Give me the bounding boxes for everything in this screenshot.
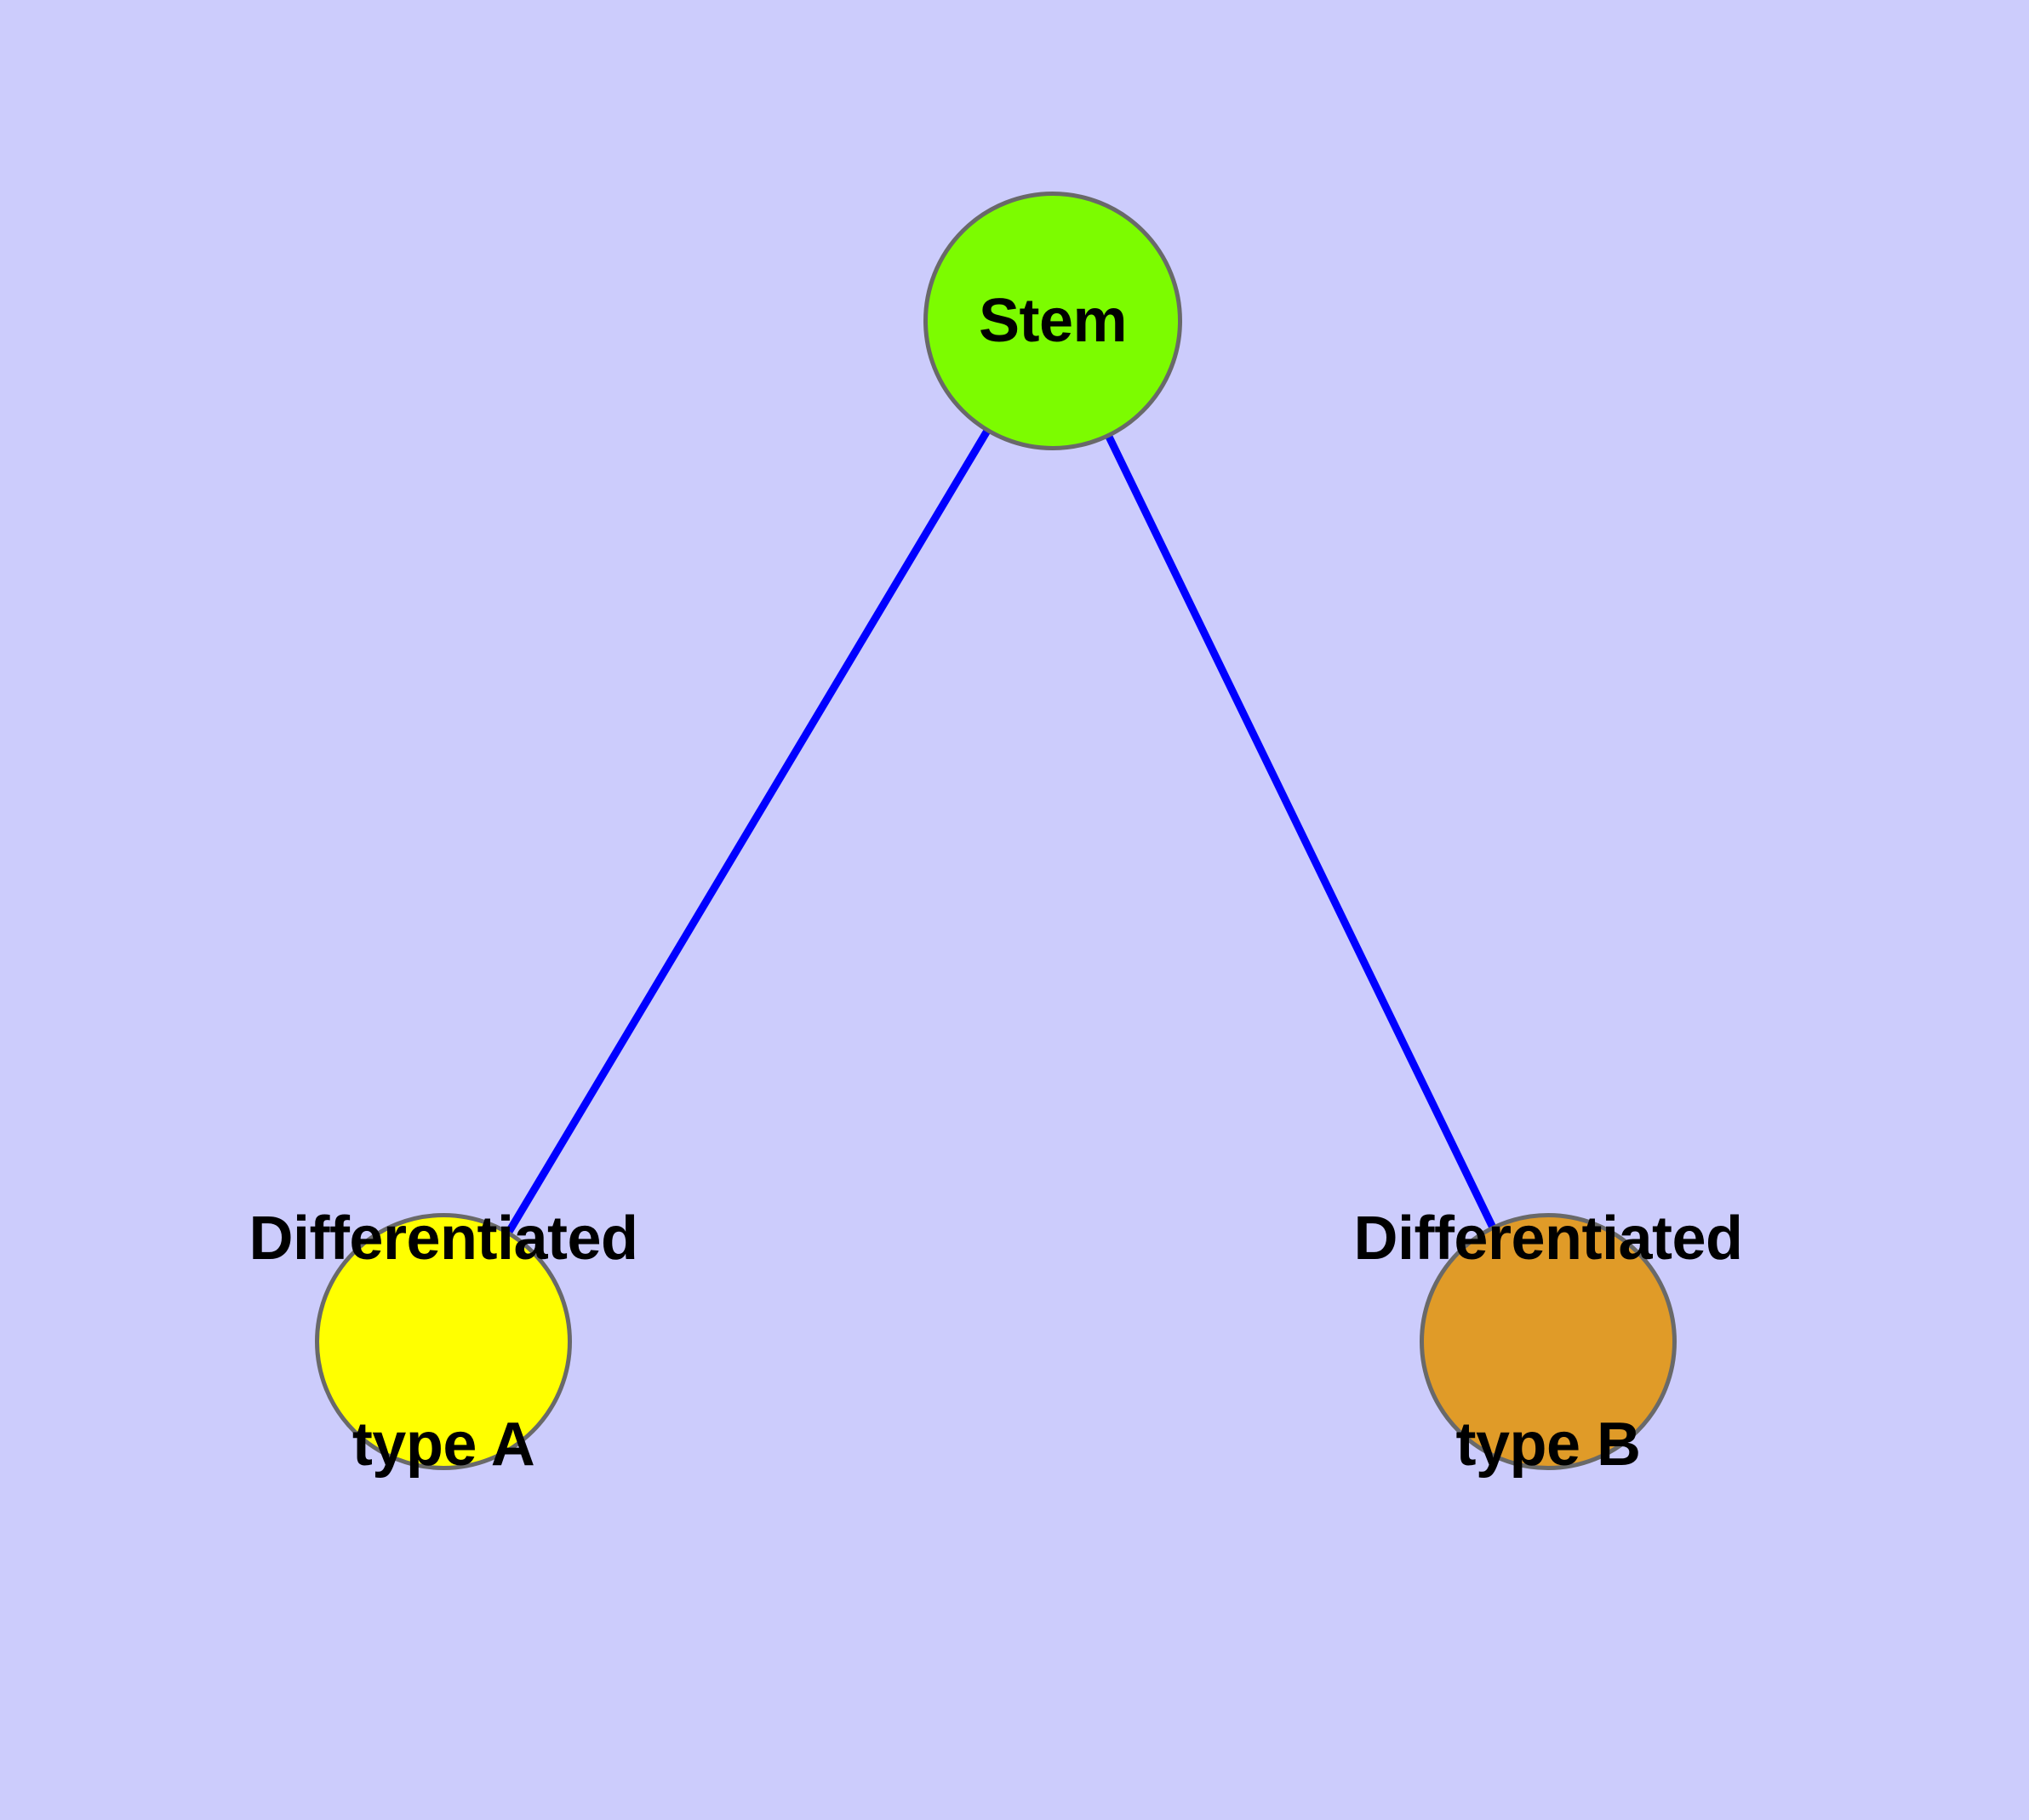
node-stem[interactable] — [923, 192, 1182, 450]
node-differentiated-type-b[interactable] — [1420, 1213, 1677, 1470]
edge-stem-to-differentiated-type-a — [505, 428, 991, 1235]
node-differentiated-type-a[interactable] — [315, 1213, 572, 1470]
edge-stem-to-differentiated-type-b — [1105, 433, 1496, 1229]
